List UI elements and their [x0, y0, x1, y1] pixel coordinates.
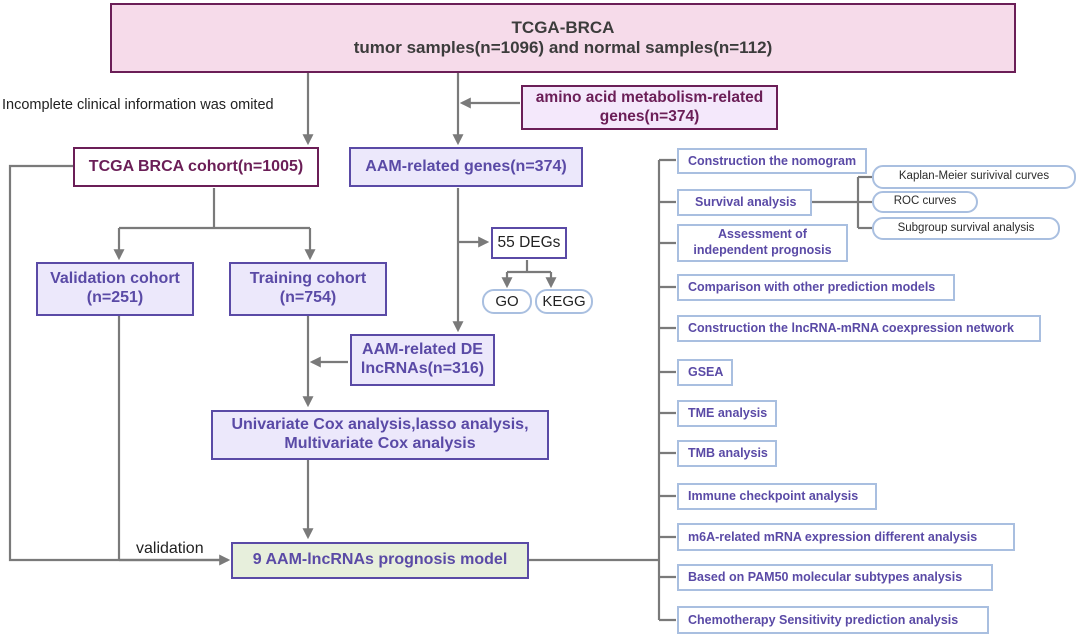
assessment-line2: independent prognosis — [693, 243, 832, 257]
validation-cohort-line1: Validation cohort — [50, 270, 180, 288]
training-cohort-box: Training cohort (n=754) — [229, 262, 387, 316]
de-lncrnas-box: AAM-related DE lncRNAs(n=316) — [350, 334, 495, 386]
tcga-brca-samples: tumor samples(n=1096) and normal samples… — [353, 38, 773, 57]
cox-analysis-box: Univariate Cox analysis,lasso analysis, … — [211, 410, 549, 460]
prognosis-model-box: 9 AAM-lncRNAs prognosis model — [231, 542, 529, 579]
immune-checkpoint-box: Immune checkpoint analysis — [677, 483, 877, 510]
aam-source-box: amino acid metabolism-related genes(n=37… — [521, 85, 778, 130]
aam-genes-box: AAM-related genes(n=374) — [349, 147, 583, 187]
survival-analysis-box: Survival analysis — [677, 189, 812, 216]
chemotherapy-box: Chemotherapy Sensitivity prediction anal… — [677, 606, 989, 634]
aam-source-line1: amino acid metabolism-related — [535, 89, 764, 107]
roc-curves-box: ROC curves — [872, 191, 978, 213]
tme-box: TME analysis — [677, 400, 777, 427]
cox-analysis-line1: Univariate Cox analysis,lasso analysis, — [231, 416, 529, 434]
training-cohort-line2: (n=754) — [279, 289, 337, 306]
pam50-box: Based on PAM50 molecular subtypes analys… — [677, 564, 993, 591]
incomplete-note: Incomplete clinical information was omit… — [2, 97, 274, 113]
cox-analysis-line2: Multivariate Cox analysis — [284, 435, 476, 452]
validation-label: validation — [136, 540, 204, 557]
assessment-line1: Assessment of — [718, 227, 807, 242]
comparison-box: Comparison with other prediction models — [677, 274, 955, 301]
de-lncrnas-line2: lncRNAs(n=316) — [360, 360, 485, 377]
km-curves-box: Kaplan-Meier surivival curves — [872, 165, 1076, 189]
subgroup-survival-box: Subgroup survival analysis — [872, 217, 1060, 240]
gsea-box: GSEA — [677, 359, 733, 386]
tcga-brca-box: TCGA-BRCA tumor samples(n=1096) and norm… — [110, 3, 1016, 73]
validation-cohort-line2: (n=251) — [86, 289, 144, 306]
tmb-box: TMB analysis — [677, 440, 777, 467]
tcga-cohort-box: TCGA BRCA cohort(n=1005) — [73, 147, 319, 187]
aam-source-line2: genes(n=374) — [599, 107, 700, 125]
validation-cohort-box: Validation cohort (n=251) — [36, 262, 194, 316]
kegg-box: KEGG — [535, 289, 593, 314]
degs-box: 55 DEGs — [491, 227, 567, 259]
coexpression-box: Construction the lncRNA-mRNA coexpressio… — [677, 315, 1041, 342]
nomogram-box: Construction the nomogram — [677, 148, 867, 174]
go-box: GO — [482, 289, 532, 314]
tcga-brca-title: TCGA-BRCA — [511, 17, 615, 37]
assessment-box: Assessment of independent prognosis — [677, 224, 848, 262]
de-lncrnas-line1: AAM-related DE — [362, 341, 483, 359]
m6a-box: m6A-related mRNA expression different an… — [677, 523, 1015, 551]
training-cohort-line1: Training cohort — [249, 270, 367, 288]
